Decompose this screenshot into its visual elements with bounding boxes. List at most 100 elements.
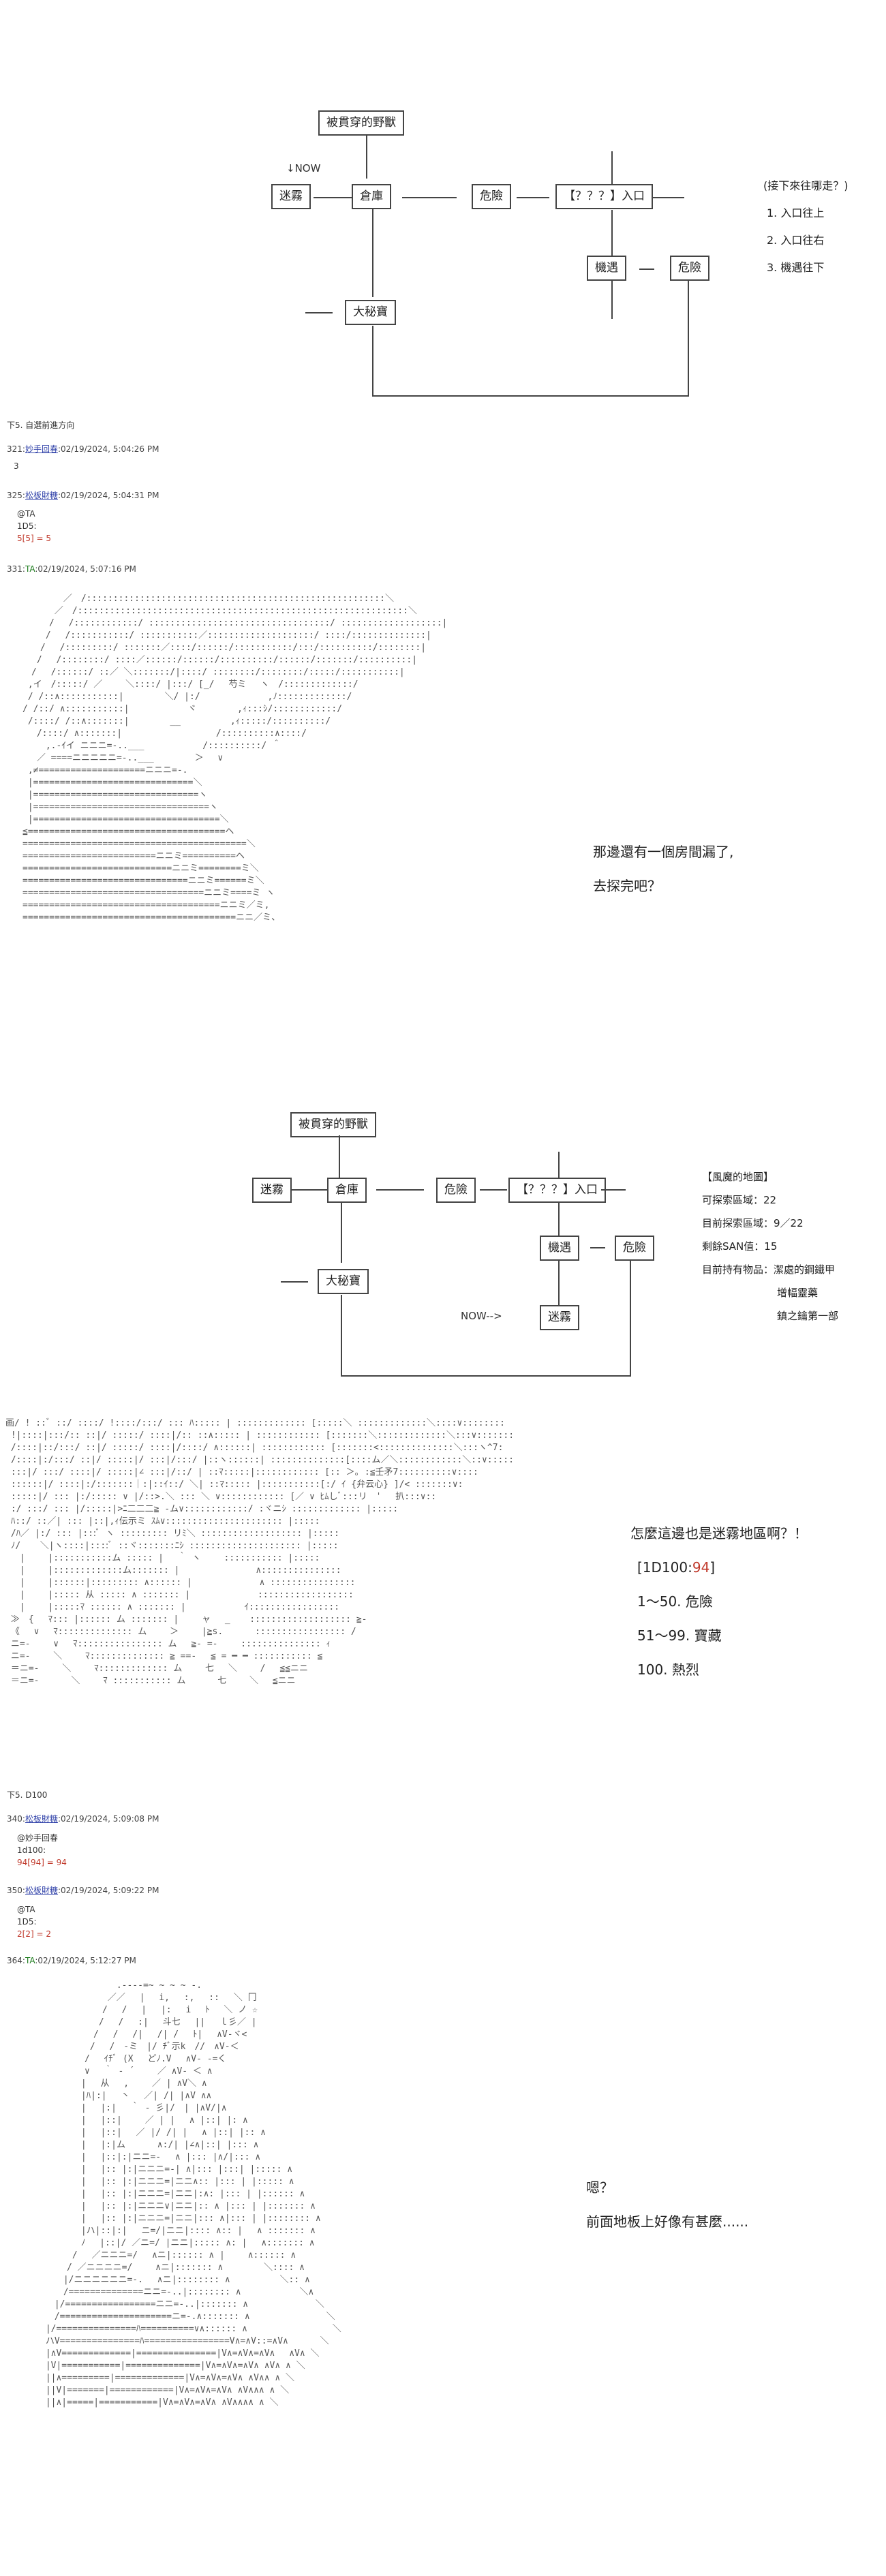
- dialog-1-line2: 去探完吧？: [593, 878, 661, 894]
- post-number: 364:: [7, 1956, 25, 1965]
- map2-line: [341, 1295, 342, 1377]
- map1-line: [305, 312, 333, 313]
- post-header-331: 331:TA:02/19/2024, 5:07:16 PM: [7, 564, 136, 574]
- map2-node-treasure: 大秘寶: [318, 1269, 369, 1294]
- post-body-325-line2: 1D5:: [17, 521, 37, 531]
- post-author-link[interactable]: TA: [25, 564, 35, 574]
- map1-line: [517, 197, 549, 198]
- map2-node-mist2: 迷霧: [540, 1305, 579, 1330]
- map2-now-label: NOW-->: [461, 1310, 502, 1322]
- map2-line: [376, 1189, 424, 1191]
- map2-node-danger2: 危險: [615, 1236, 654, 1261]
- map2-legend-line1: 可探索區域：22: [702, 1194, 777, 1206]
- map2-node-warehouse: 倉庫: [327, 1178, 367, 1203]
- map2-legend-line6: 鎮之鑰第一部: [777, 1310, 839, 1322]
- post-time: :02/19/2024, 5:04:26 PM: [57, 444, 159, 454]
- post-time: :02/19/2024, 5:12:27 PM: [35, 1956, 136, 1965]
- map2-line: [590, 1247, 605, 1248]
- map2-line: [558, 1201, 560, 1236]
- map1-node-entrance: 【？？？】入口: [555, 184, 653, 209]
- map2-node-danger1: 危險: [436, 1178, 476, 1203]
- ascii-art-character-1: ／ /:::::::::::::::::::::::::::::::::::::…: [22, 594, 448, 923]
- map2-legend-line4: 目前持有物品：潔處的鋼鐵甲: [702, 1263, 836, 1276]
- post-header-321: 321:妙手回春:02/19/2024, 5:04:26 PM: [7, 443, 159, 455]
- map1-line: [639, 269, 654, 270]
- post-time: :02/19/2024, 5:09:08 PM: [57, 1814, 159, 1824]
- post-author-link[interactable]: 松板財糖: [25, 1886, 58, 1895]
- post-body-340-line1: @妙手回春: [17, 1833, 59, 1843]
- map1-node-opportunity: 機遇: [587, 256, 626, 281]
- map1-node-danger1: 危險: [472, 184, 511, 209]
- post-body-325-line1: @TA: [17, 509, 35, 519]
- map1-line: [402, 197, 457, 198]
- map2-node-mist: 迷霧: [252, 1178, 292, 1203]
- map1-line: [366, 134, 367, 179]
- ascii-art-character-3: .-‐‐-=~ ~ ~ ~ -. ／／ | i, :, :: ＼ 冂 / / |…: [45, 1980, 341, 2408]
- dialog-2-line1: 怎麼這邊也是迷霧地區啊？！: [630, 1525, 808, 1542]
- map1-choice-3: 3. 機遇往下: [767, 261, 825, 274]
- ascii-art-character-2: 画/ ! ::ﾞ ::/ ::::/ !::::/:::/ ::: ﾊ:::::…: [5, 1418, 515, 1686]
- map2-legend-line5: 增幅靈藥: [777, 1287, 819, 1299]
- dialog-2-line5: 100. 熱烈: [637, 1661, 699, 1678]
- map2-node-top: 被貫穿的野獸: [290, 1112, 376, 1137]
- map1-node-warehouse: 倉庫: [352, 184, 391, 209]
- map1-line: [688, 281, 689, 397]
- post-time: :02/19/2024, 5:04:31 PM: [57, 491, 159, 500]
- post-body-321: 3: [14, 461, 19, 471]
- post-body-350-line3: 2[2] = 2: [17, 1929, 51, 1939]
- map1-node-top: 被貫穿的野獸: [318, 110, 404, 136]
- map2-legend-line2: 目前探索區域：9／22: [702, 1217, 804, 1229]
- post-author-link[interactable]: TA: [25, 1956, 35, 1965]
- map1-choices-title: (接下來往哪走？): [763, 179, 849, 192]
- post-header-325: 325:松板財糖:02/19/2024, 5:04:31 PM: [7, 489, 159, 501]
- post-body-350-line2: 1D5:: [17, 1917, 37, 1927]
- dialog-2-line3: 1～50. 危險: [637, 1593, 713, 1610]
- dialog-2-line2: [1D100:94]: [637, 1550, 715, 1584]
- dialog-2-line4: 51～99. 寶藏: [637, 1627, 722, 1644]
- dialog-1-line1: 那邊還有一個房間漏了,: [593, 844, 734, 860]
- map1-line: [314, 197, 352, 198]
- post-header-364: 364:TA:02/19/2024, 5:12:27 PM: [7, 1956, 136, 1965]
- map1-choice-2: 2. 入口往右: [767, 234, 825, 247]
- map2-line: [558, 1152, 560, 1178]
- map2-line: [630, 1261, 631, 1377]
- dialog-3-line1: 嗯？: [586, 2179, 613, 2196]
- post-body-340-line3: 94[94] = 94: [17, 1858, 67, 1867]
- next-roll-instruction: 下5. 自選前進方向: [7, 420, 75, 430]
- post-number: 331:: [7, 564, 25, 574]
- post-number: 321:: [7, 444, 25, 454]
- post-time: :02/19/2024, 5:07:16 PM: [35, 564, 136, 574]
- post-number: 340:: [7, 1814, 25, 1824]
- post-body-340-line2: 1d100:: [17, 1845, 46, 1855]
- map1-line: [372, 395, 689, 397]
- map1-choice-1: 1. 入口往上: [767, 206, 825, 219]
- map1-node-mist: 迷霧: [271, 184, 311, 209]
- post-body-350-line1: @TA: [17, 1905, 35, 1914]
- dialog-2-roll-close: ]: [709, 1559, 716, 1576]
- map1-line: [372, 209, 373, 297]
- map1-line: [611, 151, 613, 184]
- map1-line: [653, 197, 684, 198]
- post-number: 325:: [7, 491, 25, 500]
- post-time: :02/19/2024, 5:09:22 PM: [57, 1886, 159, 1895]
- map2-line: [339, 1135, 340, 1178]
- map2-node-entrance: 【？？？】入口: [508, 1178, 606, 1203]
- map2-line: [341, 1201, 342, 1263]
- map2-legend-title: 【風魔的地圖】: [702, 1171, 774, 1183]
- map2-node-opportunity: 機遇: [540, 1236, 579, 1261]
- map2-line: [292, 1189, 327, 1191]
- map2-line: [341, 1375, 631, 1377]
- map1-now-label: ↓NOW: [286, 162, 321, 174]
- post-author-link[interactable]: 松板財糖: [25, 1814, 58, 1824]
- map2-line: [480, 1189, 507, 1191]
- map1-node-treasure: 大秘寶: [345, 300, 396, 325]
- post-author-link[interactable]: 松板財糖: [25, 491, 58, 500]
- dialog-3-line2: 前面地板上好像有甚麼......: [586, 2213, 749, 2230]
- map2-line: [558, 1261, 560, 1314]
- post-body-325-line3: 5[5] = 5: [17, 534, 51, 543]
- next-roll-instruction-2: 下5. D100: [7, 1790, 48, 1800]
- dialog-2-roll-open: [1D100:: [637, 1559, 692, 1576]
- dialog-2-roll-value: 94: [692, 1559, 710, 1576]
- post-author-link[interactable]: 妙手回春: [25, 444, 58, 454]
- post-header-340: 340:松板財糖:02/19/2024, 5:09:08 PM: [7, 1813, 159, 1824]
